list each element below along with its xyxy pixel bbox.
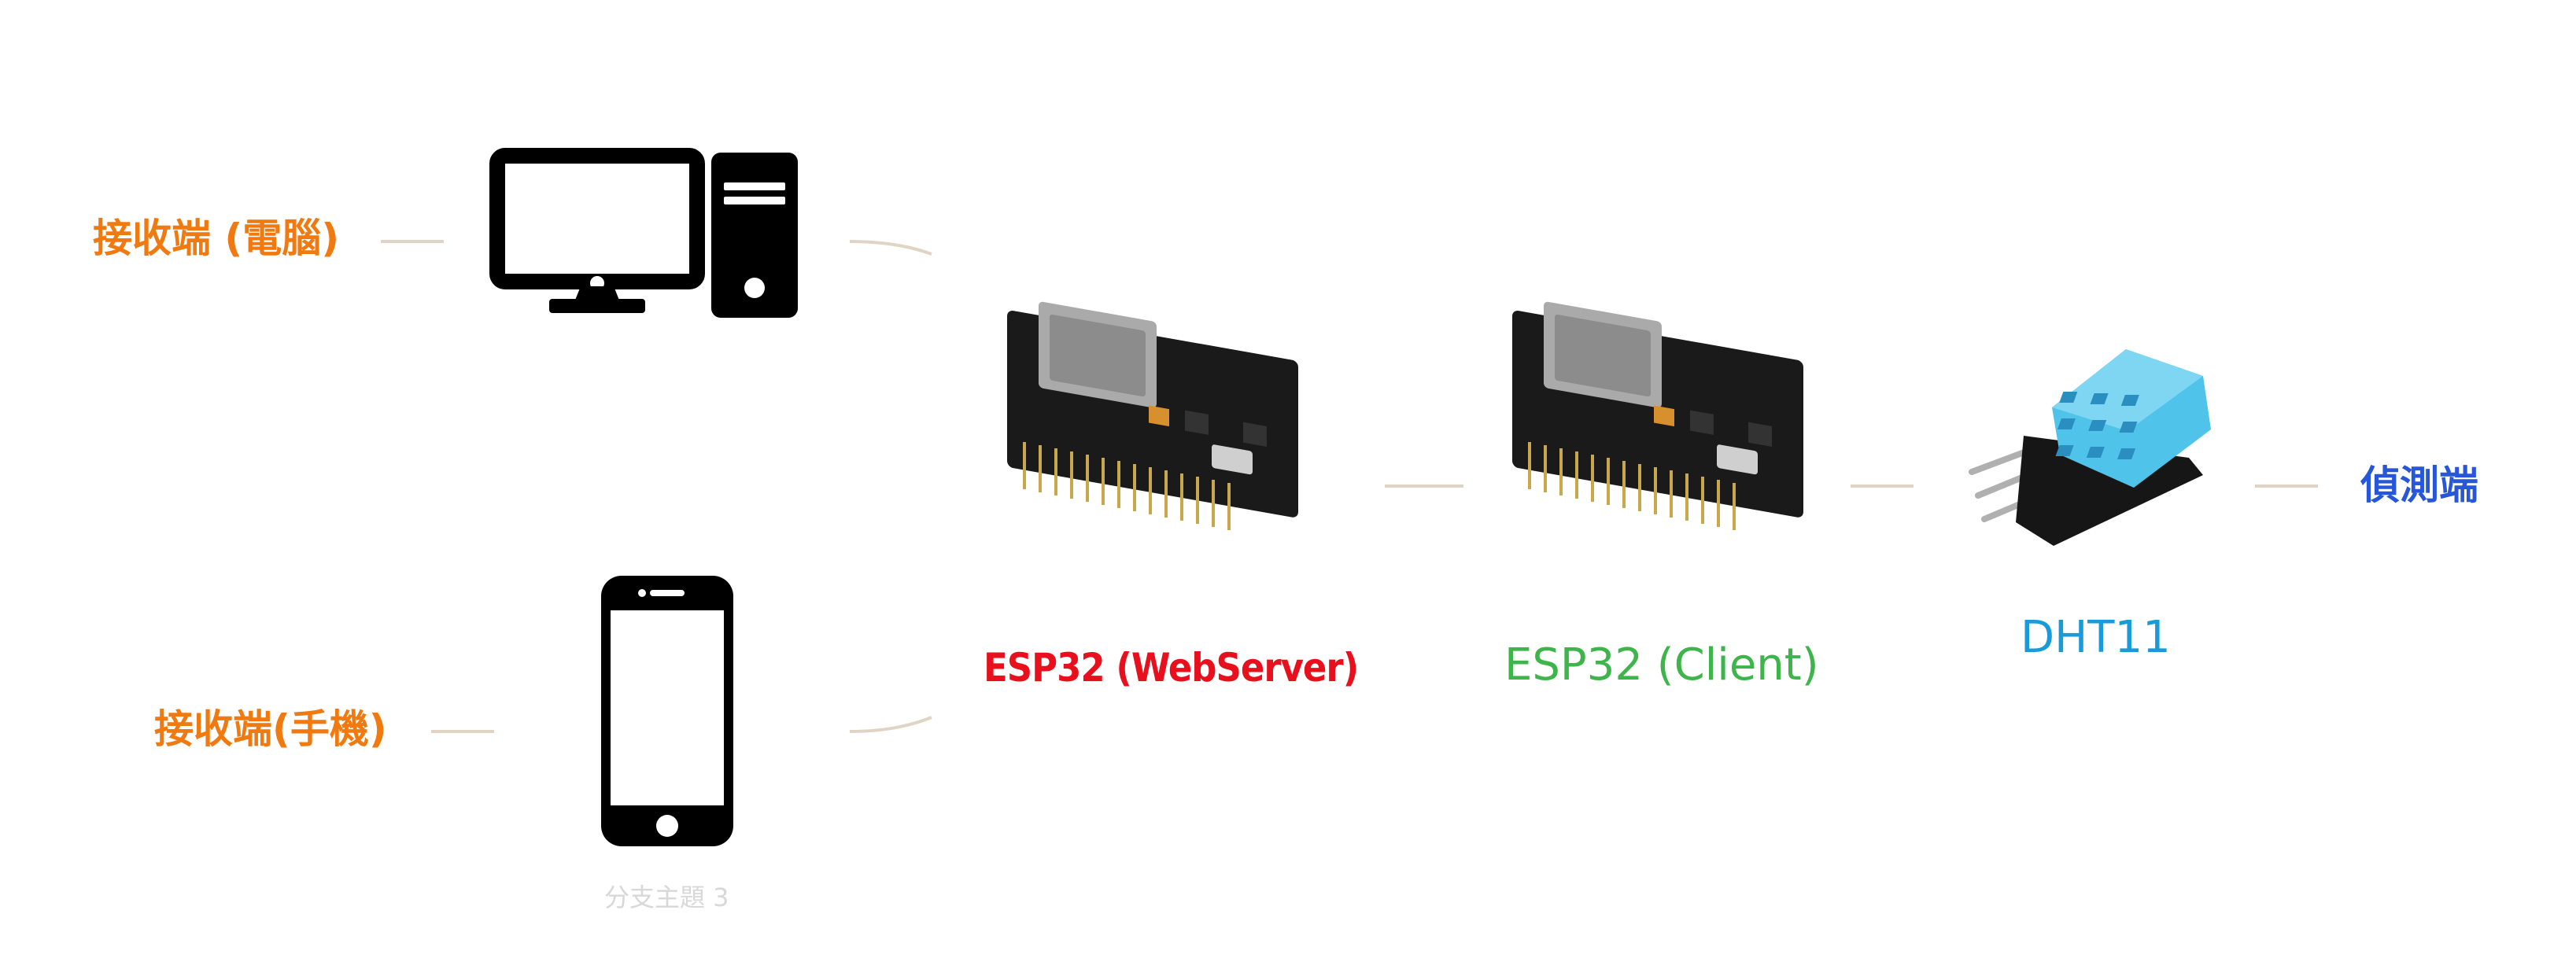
esp32-board-icon — [1512, 301, 1803, 530]
smartphone-icon — [601, 576, 733, 846]
connector-pc-esp32 — [849, 240, 932, 256]
sensor-end-label: 偵測端 — [2360, 462, 2478, 508]
esp32-client-label: ESP32 (Client) — [1504, 639, 1819, 691]
esp32-webserver-label: ESP32 (WebServer) — [984, 645, 1359, 691]
desktop-computer-icon — [489, 148, 798, 318]
receiver-phone-label: 接收端(手機) — [154, 706, 387, 752]
connector-phone-esp32 — [849, 716, 932, 733]
subtopic-3-label: 分支主題 3 — [604, 882, 729, 912]
esp32-board-icon — [1007, 301, 1298, 530]
dht11-sensor-icon — [1969, 349, 2211, 546]
receiver-pc-label: 接收端 (電腦) — [93, 216, 340, 261]
dht11-label: DHT11 — [2021, 612, 2171, 663]
